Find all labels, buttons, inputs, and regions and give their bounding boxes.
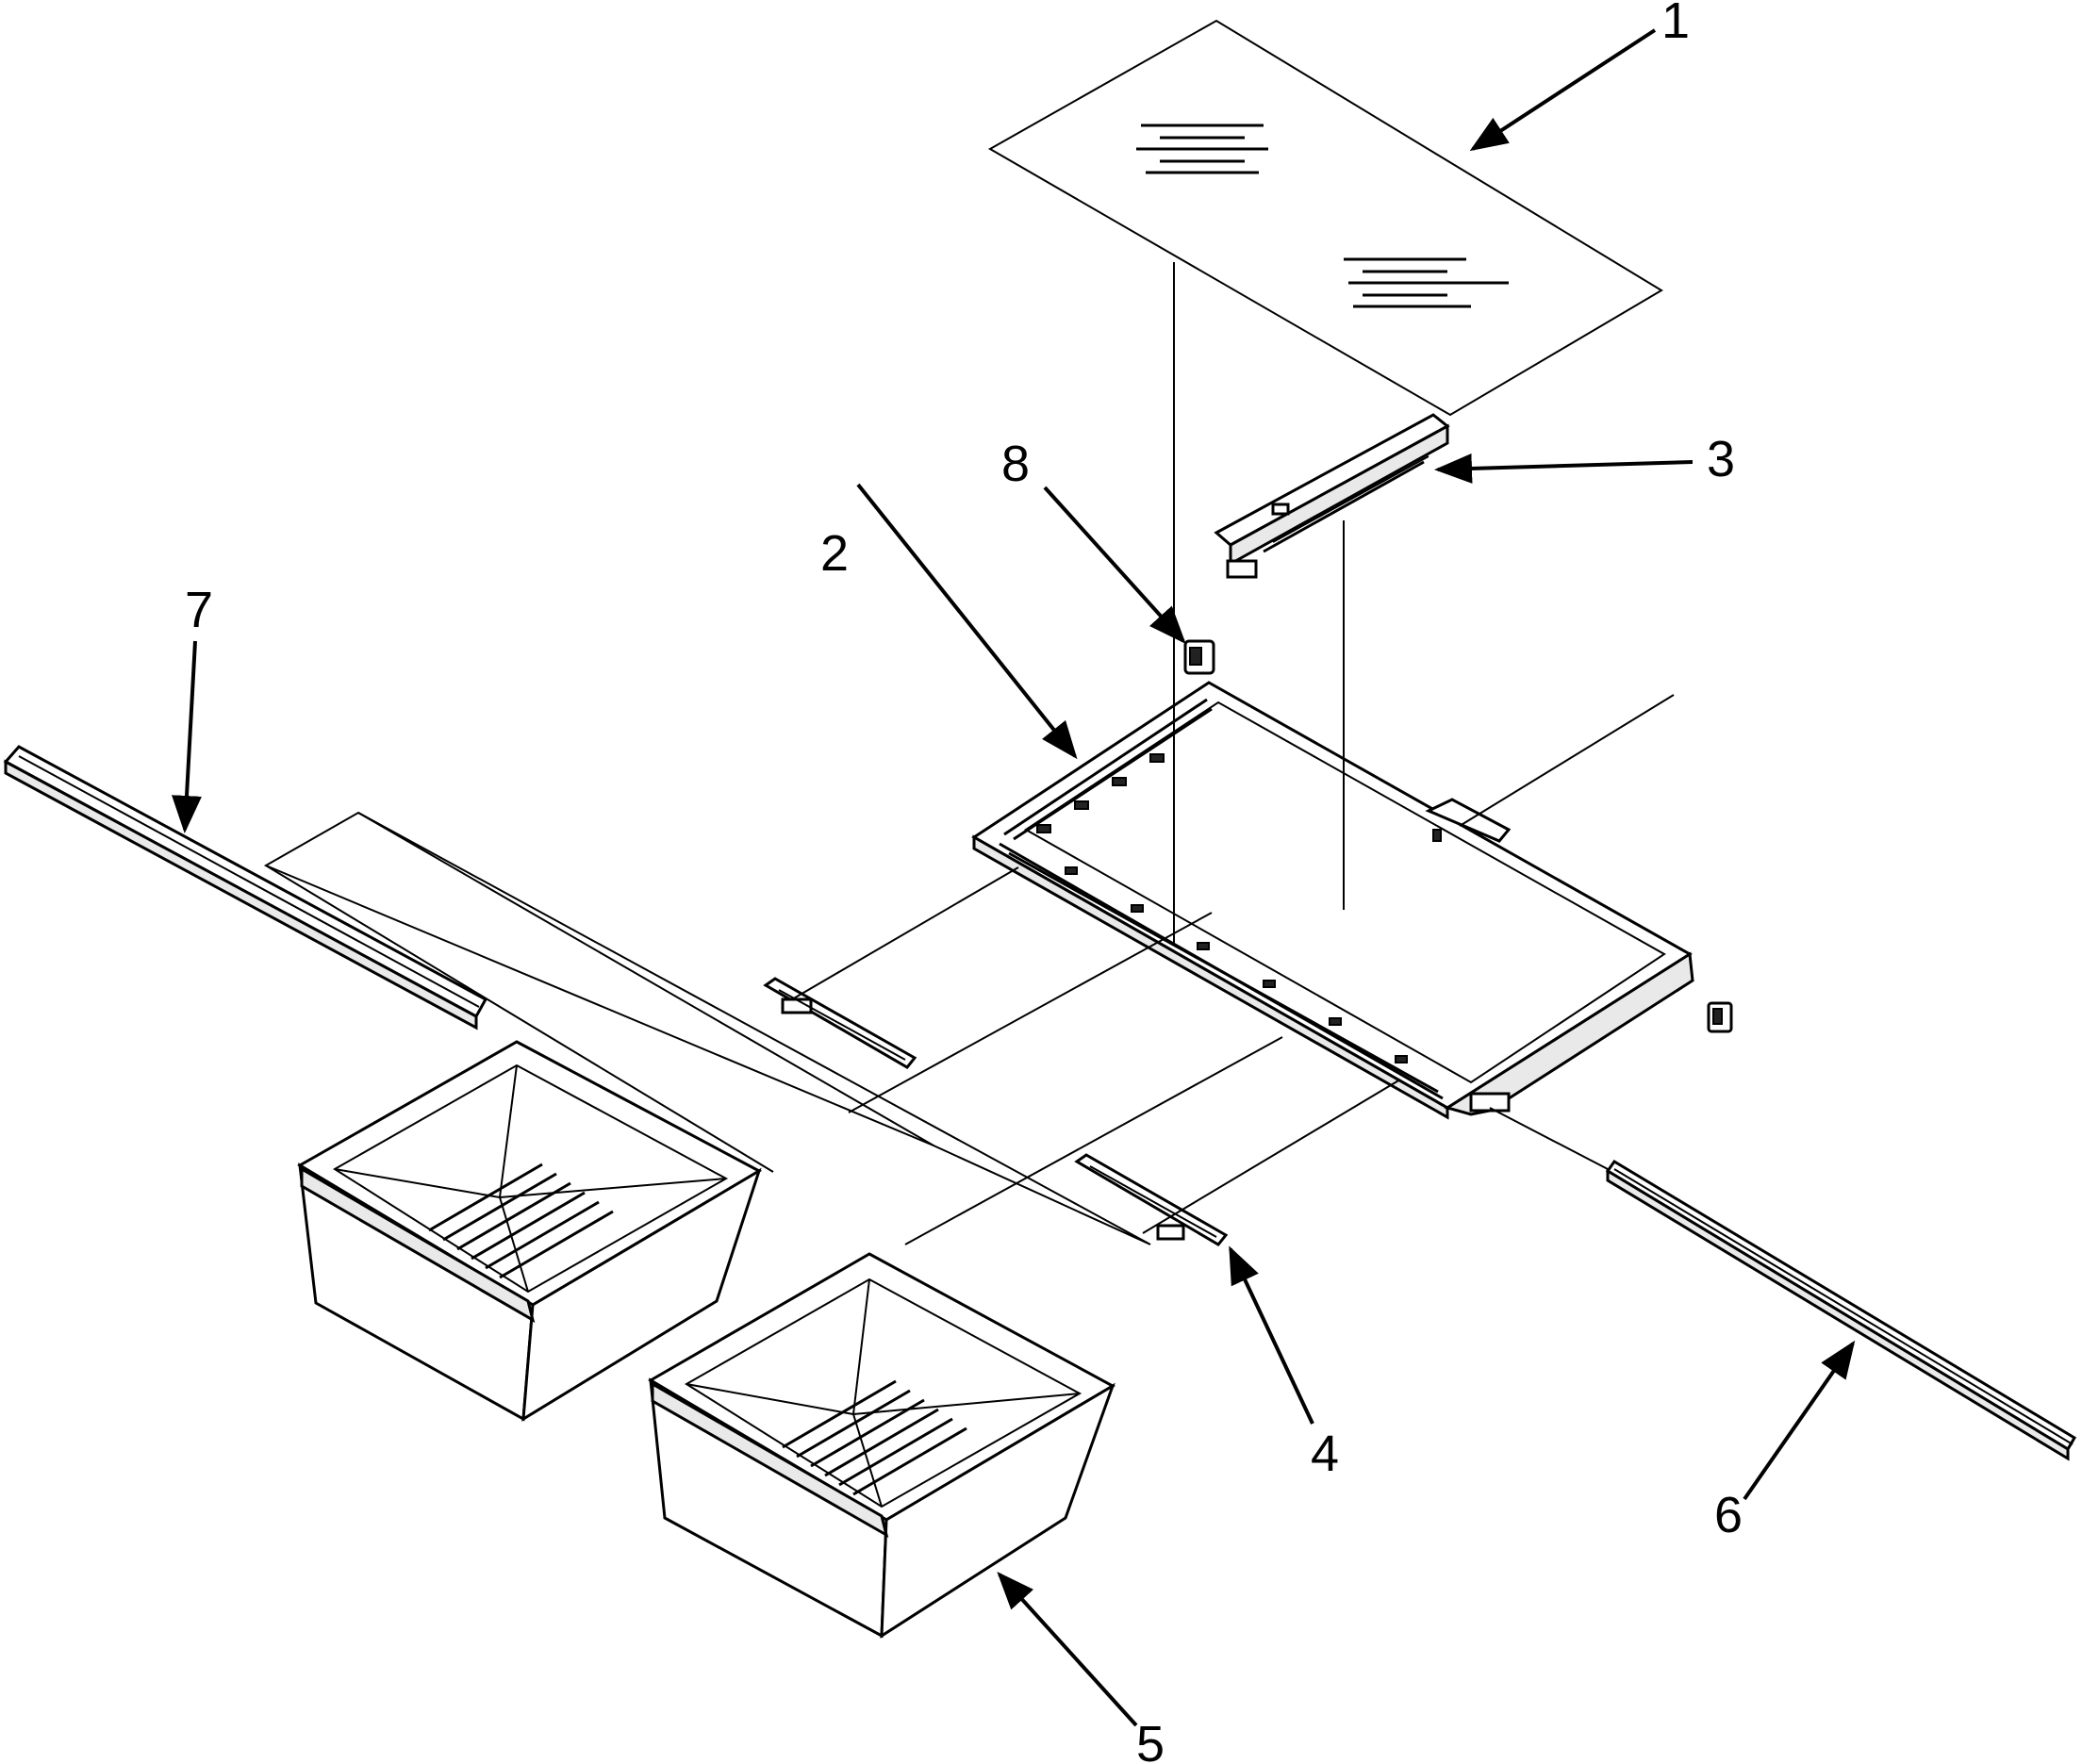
callout-2: 2 bbox=[820, 525, 849, 582]
callout-7: 7 bbox=[185, 582, 213, 638]
crisper-cover-panel bbox=[263, 811, 1151, 1245]
part-8-clip bbox=[1183, 639, 1215, 675]
part-4-slide-rail-right bbox=[1074, 1153, 1229, 1246]
callout-6: 6 bbox=[1714, 1487, 1743, 1543]
part-6-front-trim bbox=[1605, 1159, 2077, 1461]
part-3-rear-rail bbox=[1214, 413, 1450, 579]
part-5-crisper-drawer-right bbox=[648, 1252, 1116, 1639]
part-5-crisper-drawer-left bbox=[297, 1040, 763, 1422]
assembly-guide-lines bbox=[791, 262, 1675, 1245]
part-7-front-trim bbox=[3, 745, 488, 1030]
part-4-slide-rail-left bbox=[763, 977, 917, 1069]
frame-side-clip bbox=[1707, 1001, 1733, 1033]
callout-4: 4 bbox=[1311, 1426, 1339, 1482]
callout-8: 8 bbox=[1001, 436, 1030, 492]
callout-1: 1 bbox=[1661, 0, 1690, 49]
part-1-glass-shelf bbox=[987, 19, 1663, 417]
callout-leaders bbox=[172, 28, 1856, 1727]
callout-5: 5 bbox=[1136, 1716, 1165, 1764]
callout-labels: 1 2 3 4 5 6 7 8 bbox=[185, 0, 1743, 1764]
callout-3: 3 bbox=[1707, 431, 1735, 487]
part-2-shelf-frame bbox=[971, 681, 1694, 1120]
